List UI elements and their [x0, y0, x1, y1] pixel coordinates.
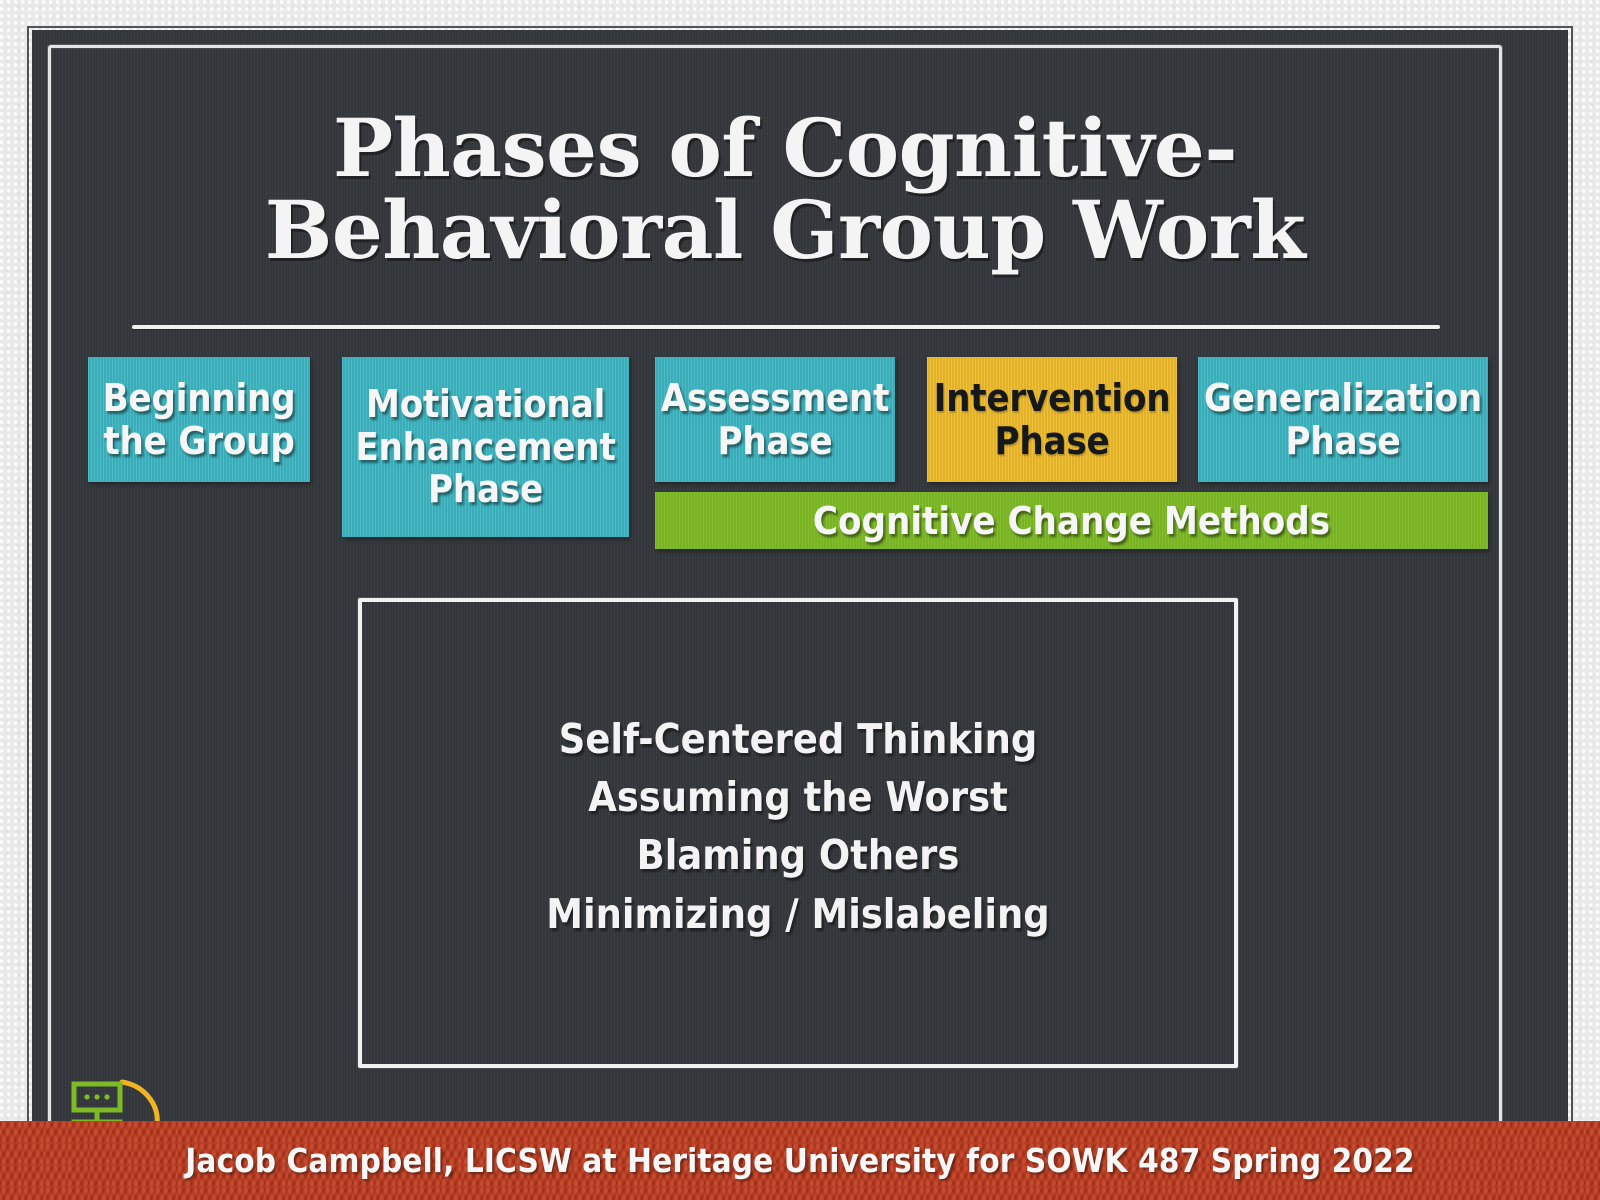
- footer-bar: Jacob Campbell, LICSW at Heritage Univer…: [0, 1121, 1600, 1200]
- slide-title: Phases of Cognitive- Behavioral Group Wo…: [130, 101, 1440, 277]
- list-item: Blaming Others: [636, 831, 960, 880]
- content-frame: Self-Centered Thinking Assuming the Wors…: [358, 598, 1238, 1068]
- cognitive-change-methods-label: Cognitive Change Methods: [812, 498, 1331, 543]
- list-item: Minimizing / Mislabeling: [546, 889, 1050, 938]
- slide-title-line-2: Behavioral Group Work: [264, 182, 1306, 277]
- slide-title-line-1: Phases of Cognitive-: [332, 101, 1238, 195]
- cognitive-change-methods-bar[interactable]: Cognitive Change Methods: [655, 492, 1488, 549]
- thinking-errors-list: Self-Centered Thinking Assuming the Wors…: [362, 710, 1234, 943]
- title-divider-rule: [132, 325, 1440, 329]
- list-item: Self-Centered Thinking: [558, 715, 1038, 763]
- list-item: Assuming the Worst: [588, 773, 1008, 822]
- footer-attribution-text: Jacob Campbell, LICSW at Heritage Univer…: [185, 1141, 1415, 1180]
